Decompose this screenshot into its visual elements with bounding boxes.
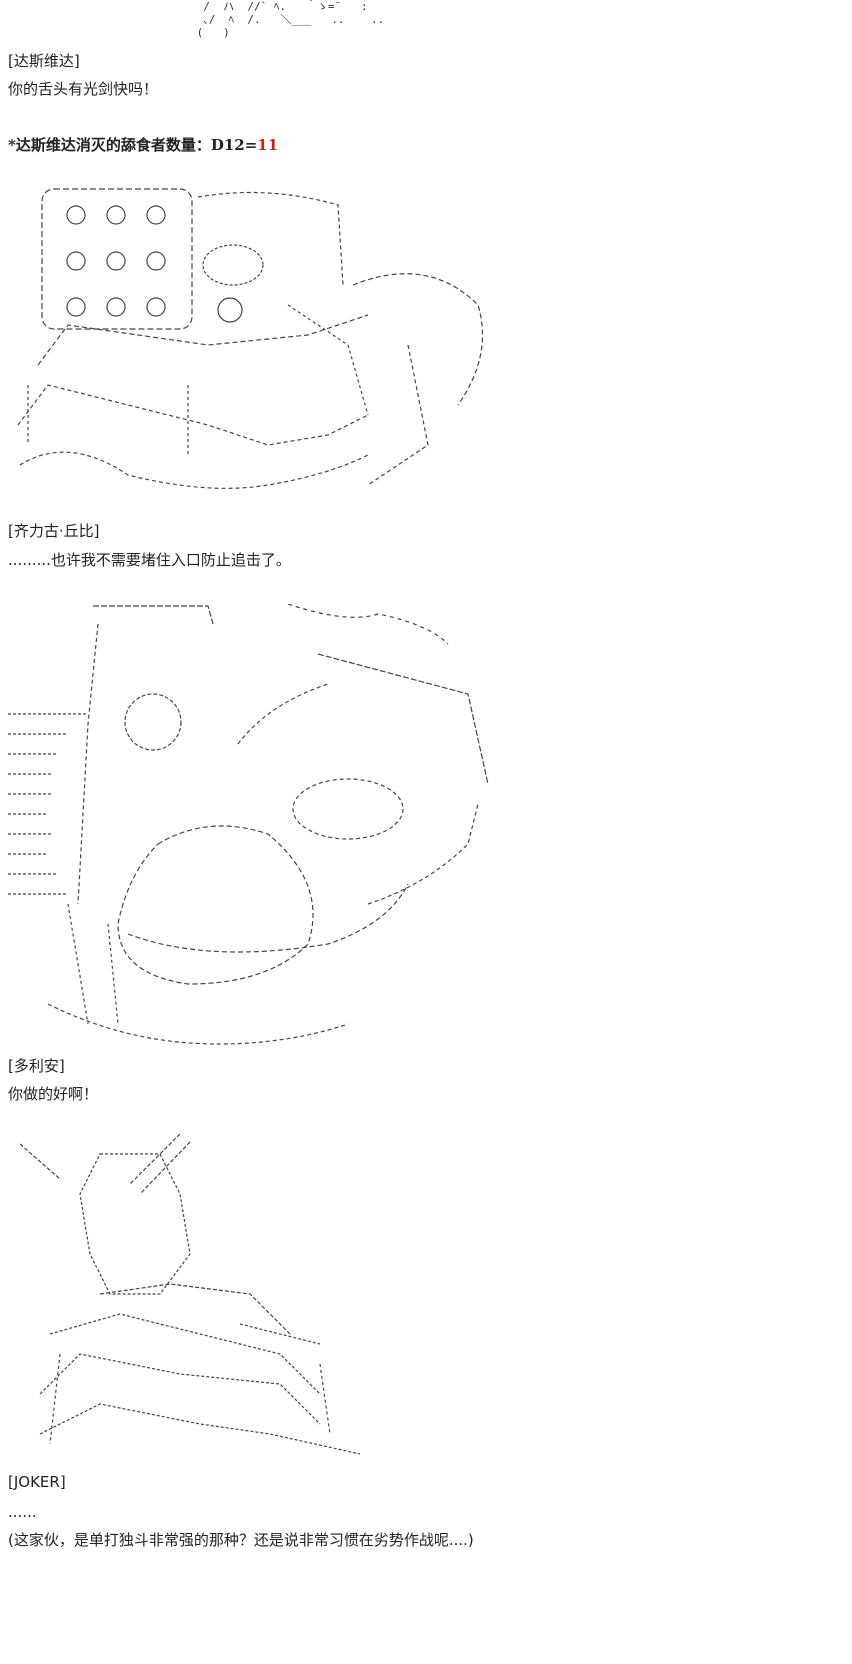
dialogue-dorian: 你做的好啊！ (8, 1085, 99, 1103)
dice-roll-result: *达斯维达消灭的舔食者数量：D12=11 (8, 134, 278, 156)
speaker-joker: [JOKER] (8, 1473, 66, 1491)
dialogue-joker-ellipsis: ...... (8, 1503, 37, 1521)
speaker-kyubey: [齐力古·丘比] (8, 522, 100, 540)
dorian-scene-drawing (8, 604, 489, 1045)
dialogue-kyubey: .........也许我不需要堵住入口防止追击了。 (8, 551, 291, 569)
joker-drawing (20, 1134, 361, 1455)
dice-roll-label: *达斯维达消灭的舔食者数量：D12= (8, 136, 258, 154)
dialogue-darth-vader: 你的舌头有光剑快吗！ (8, 80, 159, 98)
ascii-art-joker (20, 1134, 370, 1459)
dice-roll-value: 11 (257, 136, 279, 154)
speaker-darth-vader: [达斯维达] (8, 52, 80, 70)
ascii-art-vader-scene (8, 185, 493, 505)
speaker-dorian: [多利安] (8, 1057, 65, 1075)
vader-scene-drawing (17, 188, 484, 489)
dialogue-joker-thought: (这家伙，是单打独斗非常强的那种？还是说非常习惯在劣势作战呢....) (8, 1531, 474, 1549)
ascii-art-dorian-scene (8, 604, 493, 1054)
ascii-art-fragment-top: / ハ //` ﾍ. ｀ゝ=¨ : ､/ ﾍ /. ＼___ .. .. ( ) (196, 0, 385, 39)
